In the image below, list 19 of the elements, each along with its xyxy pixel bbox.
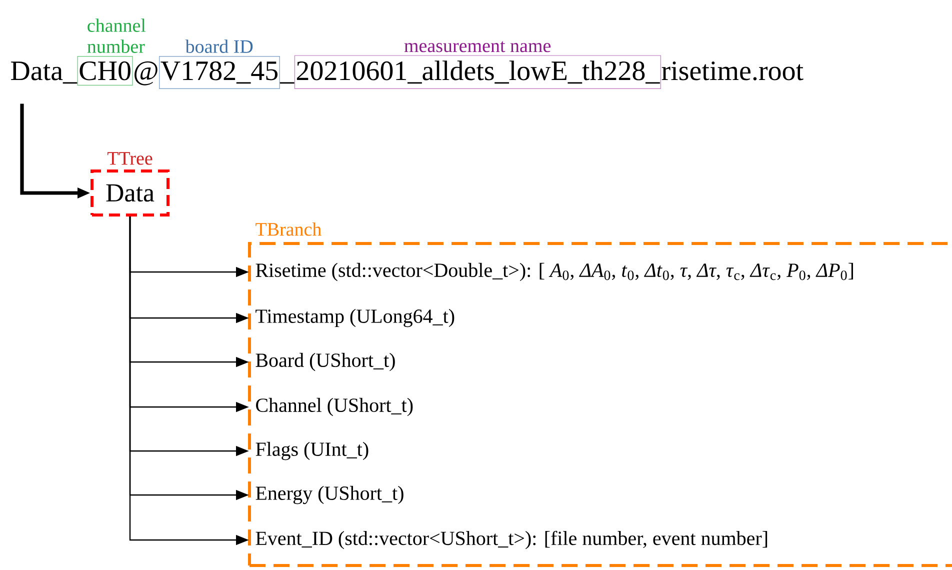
tree-box: Data — [90, 170, 170, 216]
branch-text: Board (UShort_t) — [256, 352, 395, 372]
branch-text: Channel (UShort_t) — [256, 398, 413, 416]
labeled-box: CH0 — [77, 56, 133, 86]
box-heading: TTree — [107, 152, 152, 165]
branch-text: Event_ID (std::vector<UShort_t>): [file number, event number] — [256, 530, 768, 550]
branch-text: Energy (UShort_t) — [256, 486, 404, 504]
box-heading: TBranch — [256, 222, 322, 236]
branch-text: Flags (UInt_t) — [256, 442, 368, 460]
box-heading: measurement name — [404, 41, 551, 52]
box-heading: board ID — [185, 40, 253, 53]
box-heading: channel number — [87, 18, 146, 53]
branch-text: Timestamp (ULong64_t) — [256, 308, 454, 328]
labeled-box: V1782_45 — [159, 56, 280, 89]
file-name-text: @ — [134, 61, 158, 86]
labeled-box: 20210601_alldets_lowE_th228_ — [294, 55, 662, 89]
file-name-text: Data_ — [11, 62, 78, 84]
branch-text: Risetime (std::vector<Double_t>): [ A$_{0}$, ΔA$_{0}$, t$_{0}$, Δt$_{0}$, τ, Δτ, τ$_{c}$, Δτ$_{c}$, P$_{0}$, ΔP$_{0}$] — [256, 262, 853, 282]
file-name-text: _ — [280, 82, 294, 84]
